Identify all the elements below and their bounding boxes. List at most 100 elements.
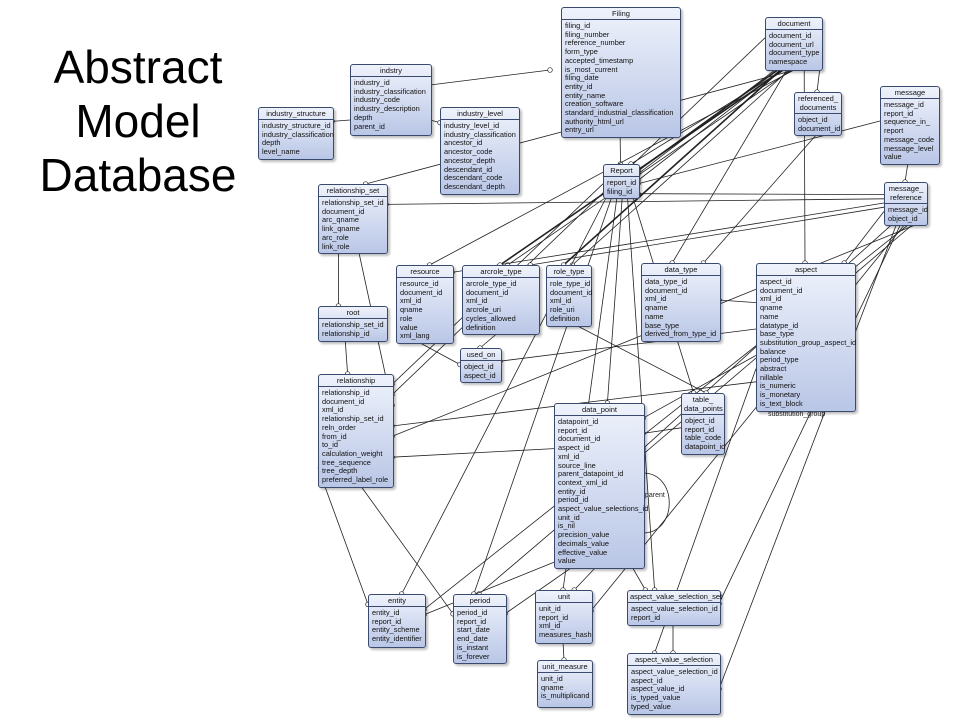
table-field: is_monetary — [760, 390, 801, 400]
bold-relationship-line — [499, 68, 786, 266]
relationship-line — [642, 355, 757, 419]
table-field: arcrole_uri — [466, 305, 501, 315]
table-field: source_line — [558, 460, 596, 470]
table-field: document_url — [769, 39, 814, 49]
relationship-line — [331, 119, 351, 122]
table-field: entity_name — [565, 90, 606, 100]
table-field: depth — [354, 112, 373, 122]
table-field: object_id — [888, 213, 918, 223]
table-field: xml_id — [466, 296, 488, 306]
table-field: period_id — [457, 608, 488, 617]
table-field: substitution_group_aspect_id — [760, 337, 857, 347]
table-field: base_type — [645, 320, 680, 330]
table-field: report_id — [372, 616, 402, 626]
title-line-2: Model — [75, 95, 201, 147]
relationship-endpoint — [547, 67, 553, 73]
table-field: document_id — [760, 285, 803, 295]
table-field: standard_industrial_classification — [565, 108, 674, 118]
table-field: definition — [550, 313, 580, 323]
table-field: document_id — [466, 287, 509, 297]
table-field: abstract — [760, 364, 787, 374]
table-field: industry_classification — [262, 129, 334, 139]
table-field: effective_value — [558, 547, 608, 557]
table-field: filing_number — [565, 29, 610, 39]
table-field: relationship_set_id — [322, 198, 384, 207]
table-field: unit_id — [541, 674, 563, 683]
table-header: unit — [536, 591, 592, 603]
table-field: is_multiplicand — [541, 691, 590, 701]
table-field: report_id — [607, 178, 637, 187]
table-field: link_qname — [322, 224, 360, 234]
table-field: preferred_label_role — [322, 475, 389, 485]
table-field: xml_id — [322, 405, 344, 415]
table-field: xml_lang — [400, 331, 430, 341]
table-field: relationship_set_id — [322, 414, 384, 424]
table-field: xml_id — [400, 296, 422, 306]
table-field: accepted_timestamp — [565, 55, 634, 65]
table-field: level_name — [262, 147, 300, 157]
table-field: qname — [541, 682, 564, 692]
relationship-line — [429, 69, 551, 86]
table-field: message_id — [888, 205, 928, 214]
table-field: datapoint_id — [685, 442, 726, 452]
table-field: message_level — [884, 143, 934, 153]
relationship-line — [423, 554, 572, 616]
relationship-line — [317, 467, 369, 605]
table-field: entry_url — [565, 125, 594, 135]
table-field: is_numeric — [760, 381, 796, 391]
relationship-line — [843, 211, 885, 264]
table-field: ancestor_depth — [444, 155, 495, 165]
relationship-line — [718, 223, 897, 690]
table-field: aspect_id — [760, 277, 792, 286]
table-field: document_id — [558, 434, 601, 444]
table-field: report_id — [558, 425, 588, 435]
table-field: object_id — [685, 416, 715, 425]
table-header: resource — [397, 266, 453, 278]
table-field: xml_id — [558, 451, 580, 461]
relationship-line — [637, 193, 885, 196]
table-field: is_instant — [457, 642, 489, 652]
table-header: role_type — [547, 266, 591, 278]
table-field: is_nil — [558, 521, 575, 531]
table-field: report_id — [884, 108, 914, 118]
table-field: descendant_id — [444, 164, 493, 174]
relationship-line — [354, 477, 454, 615]
table-field: is_text_block — [760, 398, 803, 408]
table-field: industry_classification — [444, 129, 516, 139]
relationship-line — [451, 202, 885, 273]
table-field: authority_html_url — [565, 116, 624, 126]
table-field: unit_id — [539, 604, 561, 613]
relationship-line — [344, 339, 348, 375]
table-field: definition — [466, 322, 496, 332]
table-field: entity_scheme — [372, 625, 420, 635]
table-field: unit_id — [558, 512, 580, 522]
table-field: report_id — [631, 612, 661, 622]
table-header: aspect_value_selection — [628, 654, 720, 666]
table-field: datatype_id — [760, 320, 799, 330]
table-field: period_id — [558, 495, 589, 505]
table-field: qname — [760, 303, 783, 313]
table-field: precision_value — [558, 530, 610, 540]
table-header: aspect — [757, 264, 855, 276]
table-field: document_id — [322, 396, 365, 406]
table-field: aspect_id — [558, 443, 590, 453]
table-field: xml_id — [539, 621, 561, 631]
